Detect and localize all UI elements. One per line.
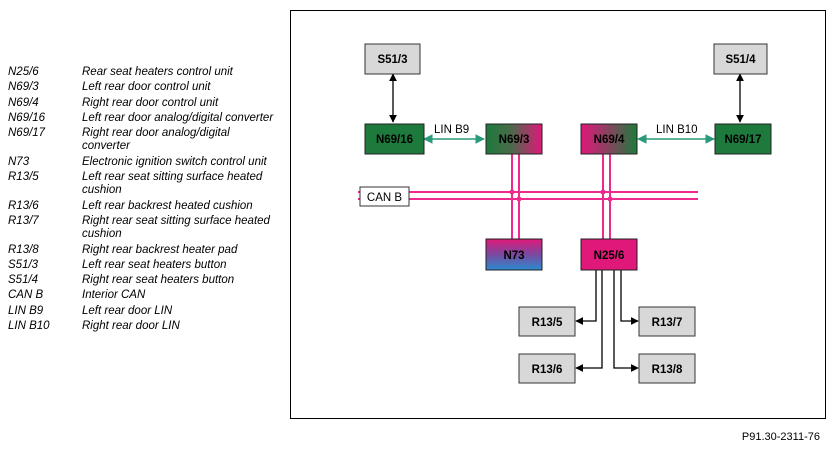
legend-code: LIN B9 [8,304,44,317]
legend-item: LIN B9 Left rear door LIN [8,305,278,318]
svg-text:N73: N73 [503,250,524,262]
can-b-box: CAN B [359,186,410,207]
r13-8-box: R13/8 [638,353,696,384]
legend-description: Right rear door LIN [82,320,180,333]
legend-description: Right rear seat sitting surface heated c… [82,214,270,241]
legend-code: R13/7 [8,214,39,227]
legend-description: Electronic ignition switch control unit [82,155,267,168]
legend-code: N73 [8,155,30,168]
r13-5-box: R13/5 [518,306,576,337]
n25-6-box: N25/6 [580,238,638,271]
n69-16-box: N69/16 [364,123,425,155]
n69-4-box: N69/4 [580,123,638,155]
legend-code: N69/3 [8,81,39,94]
legend-item: R13/8 Right rear backrest heater pad [8,244,278,257]
legend-item: N25/6 Rear seat heaters control unit [8,66,278,79]
legend-code: CAN B [8,289,44,302]
legend-description: Left rear door analog/digital converter [82,111,274,124]
svg-text:N69/16: N69/16 [376,134,413,146]
legend-code: LIN B10 [8,320,50,333]
lin-b9-label: LIN B9 [434,124,469,136]
legend-code: R13/5 [8,171,39,184]
legend-code: S51/4 [8,274,39,287]
legend-item: R13/7 Right rear seat sitting surface hea… [8,215,278,242]
legend-code: N69/17 [8,127,46,140]
svg-text:S51/4: S51/4 [725,54,756,66]
svg-text:R13/7: R13/7 [652,317,683,329]
svg-text:R13/8: R13/8 [652,364,683,376]
legend-description: Right rear door analog/digital converter [82,127,230,153]
legend-description: Interior CAN [82,289,146,302]
figure-id: P91.30-2311-76 [741,431,820,443]
legend-item: N69/16 Left rear door analog/digital conv… [8,112,278,125]
svg-text:N69/17: N69/17 [724,134,761,146]
n69-17-box: N69/17 [714,123,772,155]
legend-item: N69/4 Right rear door control unit [8,97,278,110]
legend-description: Left rear door control unit [82,81,211,94]
legend-description: Left rear door LIN [82,304,173,317]
legend-description: Right rear seat heaters button [82,274,235,287]
legend-code: N69/16 [8,111,46,124]
legend-item: R13/5 Left rear seat sitting surface heat… [8,171,278,198]
n25-6-outputs [575,270,639,372]
r13-7-box: R13/7 [638,306,696,337]
diagram-frame [290,10,826,419]
svg-text:N69/3: N69/3 [499,134,530,146]
legend-description: Right rear door control unit [82,96,219,109]
svg-text:R13/6: R13/6 [532,364,563,376]
legend-item: N69/17 Right rear door analog/digital con… [8,127,278,154]
legend-description: Right rear backrest heater pad [82,243,238,256]
r13-6-box: R13/6 [518,353,576,384]
legend-item: CAN B Interior CAN [8,289,278,302]
legend-code: N69/4 [8,96,39,109]
legend-description: Left rear backrest heated cushion [82,199,253,212]
legend-description: Rear seat heaters control unit [82,66,233,78]
svg-text:N69/4: N69/4 [594,134,625,146]
legend-code: N25/6 [8,66,39,78]
legend-description: Left rear seat sitting surface heated cu… [82,171,263,197]
lin-b10-label: LIN B10 [656,124,698,136]
svg-text:R13/5: R13/5 [532,317,563,329]
svg-text:CAN B: CAN B [367,192,402,204]
legend-item: N73 Electronic ignition switch control un… [8,156,278,169]
block-diagram: LIN B9 LIN B10 S51/3 S51/4 N69/16 N69/3 … [358,43,772,384]
svg-text:N25/6: N25/6 [594,250,625,262]
legend-item: R13/6 Left rear backrest heated cushion [8,200,278,213]
svg-text:S51/3: S51/3 [377,54,407,66]
can-b-bus [358,150,698,240]
n69-3-box: N69/3 [485,123,543,155]
legend-code: R13/8 [8,243,39,256]
legend-item: S51/4 Right rear seat heaters button [8,274,278,287]
legend-item: LIN B10 Right rear door LIN [8,320,278,333]
legend-description: Left rear seat heaters button [82,258,227,271]
s51-3-box: S51/3 [364,43,421,75]
legend-code: R13/6 [8,199,39,212]
s51-4-box: S51/4 [713,43,768,75]
legend-item: S51/3 Left rear seat heaters button [8,259,278,272]
n73-box: N73 [485,238,543,271]
legend-code: S51/3 [8,258,39,271]
legend-item: N69/3 Left rear door control unit [8,81,278,94]
